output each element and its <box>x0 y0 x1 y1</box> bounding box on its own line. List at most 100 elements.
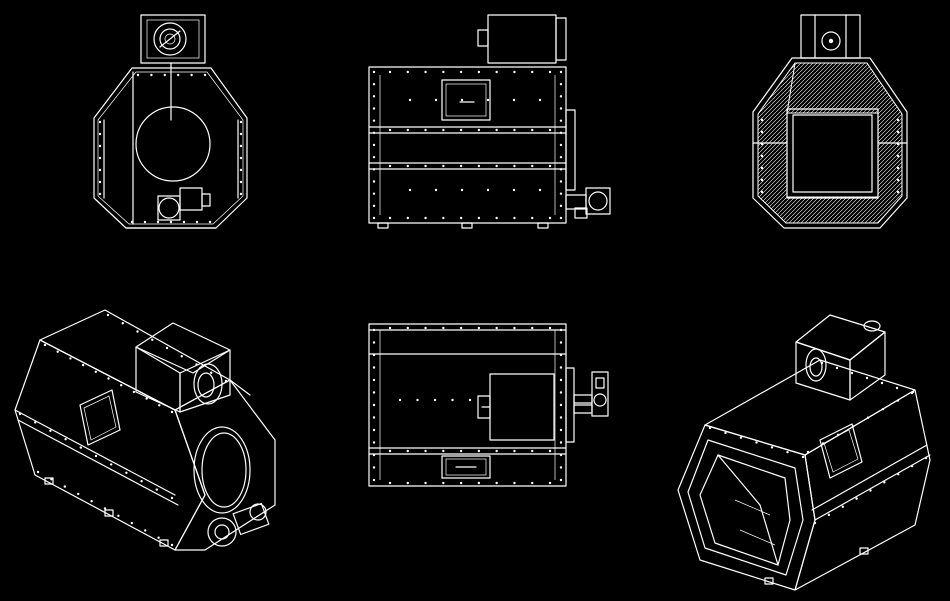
rivet <box>56 350 59 353</box>
rivet <box>195 220 199 224</box>
rivet <box>851 425 855 428</box>
rivet <box>559 131 563 135</box>
rivet <box>406 326 409 330</box>
rivet <box>406 164 409 168</box>
rivet <box>495 128 498 132</box>
rivet <box>513 128 516 132</box>
rivet <box>408 188 412 192</box>
rivet <box>36 470 40 474</box>
rivet <box>548 216 552 220</box>
rivet <box>372 391 376 394</box>
rivet <box>911 390 915 394</box>
rivet <box>459 449 463 453</box>
rivet <box>724 431 727 435</box>
rivet <box>896 166 900 170</box>
rivet <box>451 398 454 402</box>
rivet <box>559 478 563 482</box>
rivet <box>98 192 102 196</box>
rivet <box>424 164 427 168</box>
rivet <box>559 107 563 110</box>
rivet <box>203 73 207 77</box>
rivet <box>820 361 824 365</box>
rivet <box>548 128 552 132</box>
rivet <box>559 366 563 369</box>
rivet <box>883 481 886 484</box>
rivet <box>424 70 427 74</box>
rivet <box>760 142 764 146</box>
rivet <box>110 463 113 466</box>
rivet <box>239 144 243 148</box>
rivet <box>477 128 481 132</box>
rivet <box>559 155 563 159</box>
rivet <box>170 543 174 547</box>
rivet <box>224 379 228 383</box>
rivet <box>388 481 392 485</box>
rivet <box>107 377 110 380</box>
rivet-dots <box>18 70 928 547</box>
rivet <box>813 521 817 525</box>
rivet <box>372 428 376 432</box>
rivet <box>372 341 376 344</box>
rivet <box>77 492 80 496</box>
rivet <box>98 132 102 136</box>
rivet <box>43 343 47 347</box>
rivet <box>406 449 409 453</box>
rivet <box>486 98 490 102</box>
rivet <box>486 188 490 192</box>
rivet <box>459 326 463 330</box>
rivet <box>81 363 85 367</box>
inspection-door <box>441 79 491 121</box>
rivet <box>372 441 376 444</box>
rivet <box>210 371 213 374</box>
rivet <box>896 118 900 122</box>
rivet <box>79 446 83 449</box>
rivet <box>372 95 376 98</box>
rivet <box>896 399 900 402</box>
rivet <box>64 438 67 441</box>
rivet <box>513 326 516 330</box>
rivet <box>559 70 563 74</box>
rivet <box>170 496 174 500</box>
front-view <box>93 14 248 229</box>
rivet <box>442 128 445 132</box>
inlet-opening <box>135 106 211 182</box>
rivet <box>372 70 376 74</box>
rivet <box>239 132 243 136</box>
rivet <box>460 188 464 192</box>
inspection-door <box>819 423 863 479</box>
rivet <box>372 328 376 332</box>
rivet <box>559 95 563 98</box>
rivet <box>559 416 563 419</box>
rivet <box>408 98 412 102</box>
rivet <box>136 73 140 77</box>
rivet <box>896 178 900 182</box>
rivet <box>239 192 243 196</box>
rivet <box>460 98 464 102</box>
rivet <box>801 455 805 459</box>
rivet <box>896 142 900 146</box>
rivet <box>372 143 376 147</box>
rivet <box>388 216 392 220</box>
rivet <box>63 485 66 488</box>
rivet <box>406 70 409 74</box>
rivet <box>559 216 563 220</box>
rivet <box>880 381 884 385</box>
drive-motor <box>573 371 609 417</box>
rivet <box>513 216 516 220</box>
rivet <box>760 154 764 158</box>
rivet <box>98 120 102 124</box>
isometric-view-left <box>14 309 276 551</box>
rivet <box>151 338 154 341</box>
rivet <box>163 73 166 77</box>
rivet <box>910 464 914 468</box>
rivet <box>739 436 743 439</box>
side-view-top <box>368 14 611 229</box>
rivet <box>158 404 161 407</box>
rivet <box>760 166 764 170</box>
rivet <box>512 188 516 192</box>
rivet <box>548 70 552 74</box>
rivet <box>531 70 534 74</box>
rivet <box>559 192 563 195</box>
rivet <box>372 119 376 122</box>
rivet <box>388 326 392 330</box>
